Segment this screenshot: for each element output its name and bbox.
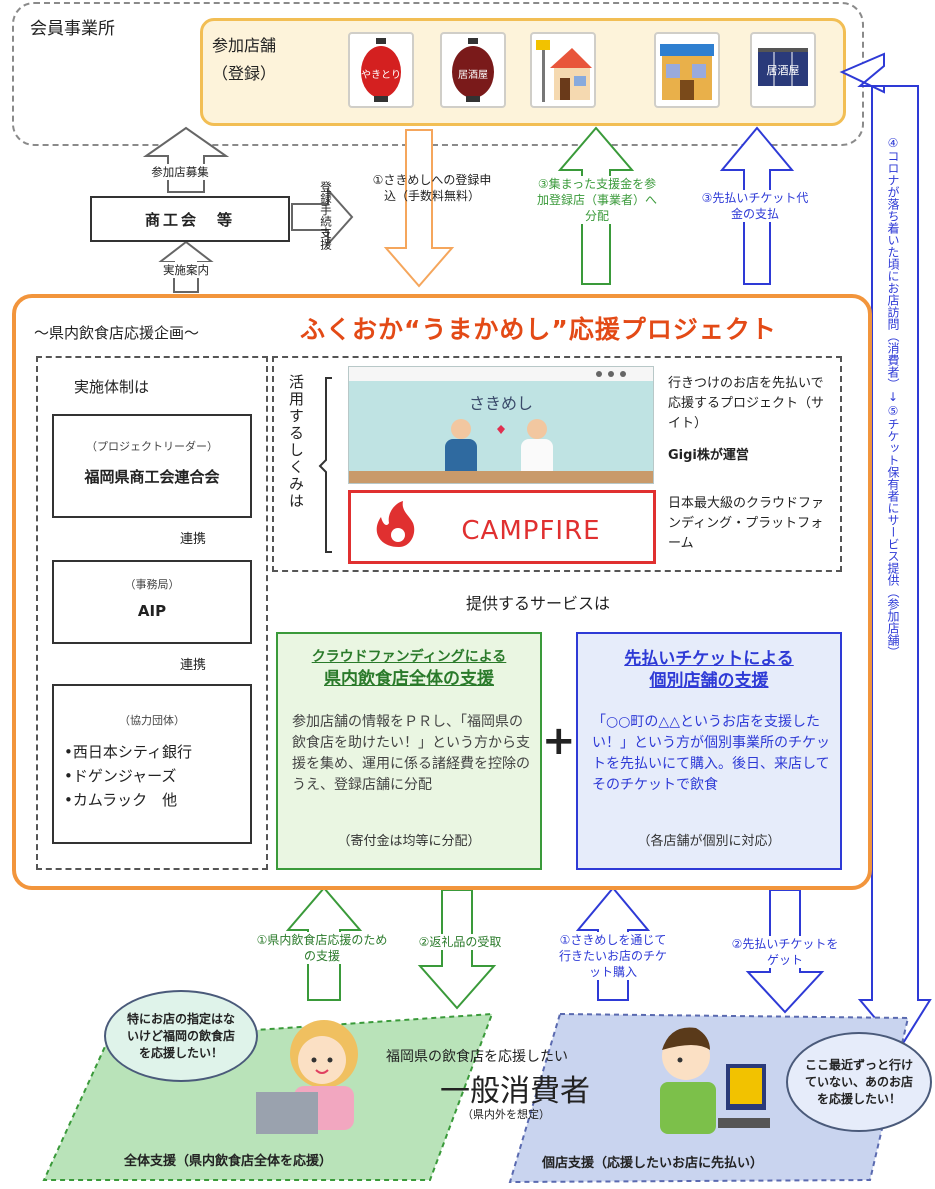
chamber-of-commerce-box: 商工会 等 [90, 196, 290, 242]
svg-text:居酒屋: 居酒屋 [767, 64, 800, 77]
prepaid-ticket-service-box: 先払いチケットによる 個別店舗の支援 「○○町の△△というお店を支援したい！」と… [576, 632, 842, 870]
organization-heading: 実施体制は [74, 378, 150, 396]
partner-item: •西日本シティ銀行 [64, 743, 192, 761]
mechanism-box [272, 356, 842, 572]
overall-support-label: 全体支援（県内飲食店全体を応援） [124, 1154, 333, 1169]
project-title: ふくおか“うまかめし”応援プロジェクト [300, 315, 777, 344]
campfire-logo-image: CAMPFIRE [348, 490, 656, 564]
woman-laptop-icon [256, 1020, 358, 1134]
register-support-arrow [291, 187, 354, 247]
recruit-arrow [142, 126, 230, 193]
partner-item: •ドゲンジャーズ [64, 767, 177, 785]
lantern-red-icon: やきとり [348, 32, 414, 108]
lantern-dark-icon: 居酒屋 [440, 32, 506, 108]
project-leader-box: （プロジェクトリーダー） 福岡県商工会連合会 [52, 414, 252, 518]
secretariat-box: （事務局） AIP [52, 560, 252, 644]
partners-role: （協力団体） [119, 714, 185, 727]
register-support-label: 登録手続支援 [319, 180, 333, 250]
prepaid-ticket-body: 「○○町の△△というお店を支援したい！」という方が個別事業所のチケットを先払いに… [592, 714, 830, 793]
partner-item: •カムラック 他 [64, 791, 178, 809]
ticket-get-label: ②先払いチケットをゲット [730, 936, 840, 968]
guide-label: 実施案内 [150, 262, 222, 278]
participating-shops-box [200, 18, 846, 126]
storefront-icon [654, 32, 720, 108]
prepaid-ticket-note: （各店舗が個別に対応） [637, 834, 781, 849]
recruit-label: 参加店募集 [130, 164, 230, 180]
campfire-description: 日本最大級のクラウドファンディング・プラットフォーム [668, 496, 825, 551]
svg-text:やきとり: やきとり [361, 69, 401, 81]
man-computer-icon [660, 1027, 770, 1134]
secretariat-role: （事務局） [124, 578, 180, 591]
ticket-buy-label: ①さきめしを通じて行きたいお店のチケット購入 [558, 932, 668, 980]
register-apply-arrow [383, 129, 455, 288]
mechanism-side-label: 活用するしくみは [287, 374, 305, 510]
register-apply-label: ①さきめしへの登録申込（手数料無料） [372, 173, 492, 203]
right-speech-bubble: ここ最近ずっと行けていない、あのお店を応援したい！ [786, 1032, 932, 1132]
svg-text:CAMPFIRE: CAMPFIRE [461, 516, 600, 546]
member-businesses-title: 会員事業所 [30, 19, 115, 39]
project-subtitle: 〜県内飲食店応援企画〜 [34, 324, 200, 342]
svg-text:居酒屋: 居酒屋 [458, 69, 488, 81]
visit-service-label: ④コロナが落ち着いた頃にお店訪問（消費者）↓⑤チケット保有者にサービス提供（参加… [886, 136, 900, 658]
organization-structure-box [36, 356, 268, 870]
svg-text:さきめし: さきめし [469, 394, 533, 413]
consumer-line1: 福岡県の飲食店を応援したい [386, 1049, 568, 1065]
services-label: 提供するサービスは [462, 590, 615, 614]
secretariat-name: AIP [137, 602, 167, 620]
leader-role: （プロジェクトリーダー） [86, 440, 218, 453]
sakimeshi-operator: Gigi株が運営 [668, 448, 749, 463]
ticket-payment-label: ③先払いチケット代金の支払 [700, 190, 810, 222]
plus-sign: + [542, 718, 576, 764]
crowdfunding-title: クラウドファンディングによる 県内飲食店全体の支援 [311, 649, 507, 689]
izakaya-noren-icon: 居酒屋 [750, 32, 816, 108]
consumer-subtitle: （県内外を想定） [462, 1108, 550, 1121]
visit-service-arrow [839, 52, 932, 1050]
individual-support-label: 個店支援（応援したいお店に先払い） [542, 1156, 764, 1171]
mechanism-bracket [318, 377, 332, 553]
link-label-2: 連携 [180, 658, 207, 673]
ramen-shop-icon [530, 32, 596, 108]
leader-name: 福岡県商工会連合会 [84, 468, 220, 486]
prepaid-ticket-title: 先払いチケットによる 個別店舗の支援 [624, 649, 794, 691]
participating-shops-label: 参加店舗 （登録） [212, 36, 277, 83]
crowdfunding-note: （寄付金は均等に分配） [337, 834, 481, 849]
consumer-title: 一般消費者 [440, 1074, 590, 1109]
left-speech-bubble: 特にお店の指定はないけど福岡の飲食店を応援したい！ [104, 990, 258, 1082]
link-label-1: 連携 [180, 532, 207, 547]
distribute-funds-label: ③集まった支援金を参加登録店（事業者）へ分配 [532, 176, 662, 224]
crowdfunding-body: 参加店舗の情報をＰＲし、「福岡県の飲食店を助けたい！」という方から支援を集め、運… [292, 714, 530, 793]
gift-down-label: ②返礼品の受取 [402, 934, 518, 950]
sakimeshi-description: 行きつけのお店を先払いで応援するプロジェクト（サイト） [668, 376, 825, 431]
partners-box: （協力団体） •西日本シティ銀行 •ドゲンジャーズ •カムラック 他 [52, 684, 252, 844]
crowdfunding-service-box: クラウドファンディングによる 県内飲食店全体の支援 参加店舗の情報をＰＲし、「福… [276, 632, 542, 870]
support-up-label: ①県内飲食店応援のための支援 [254, 932, 390, 964]
sakimeshi-logo-image: さきめし [348, 366, 654, 484]
